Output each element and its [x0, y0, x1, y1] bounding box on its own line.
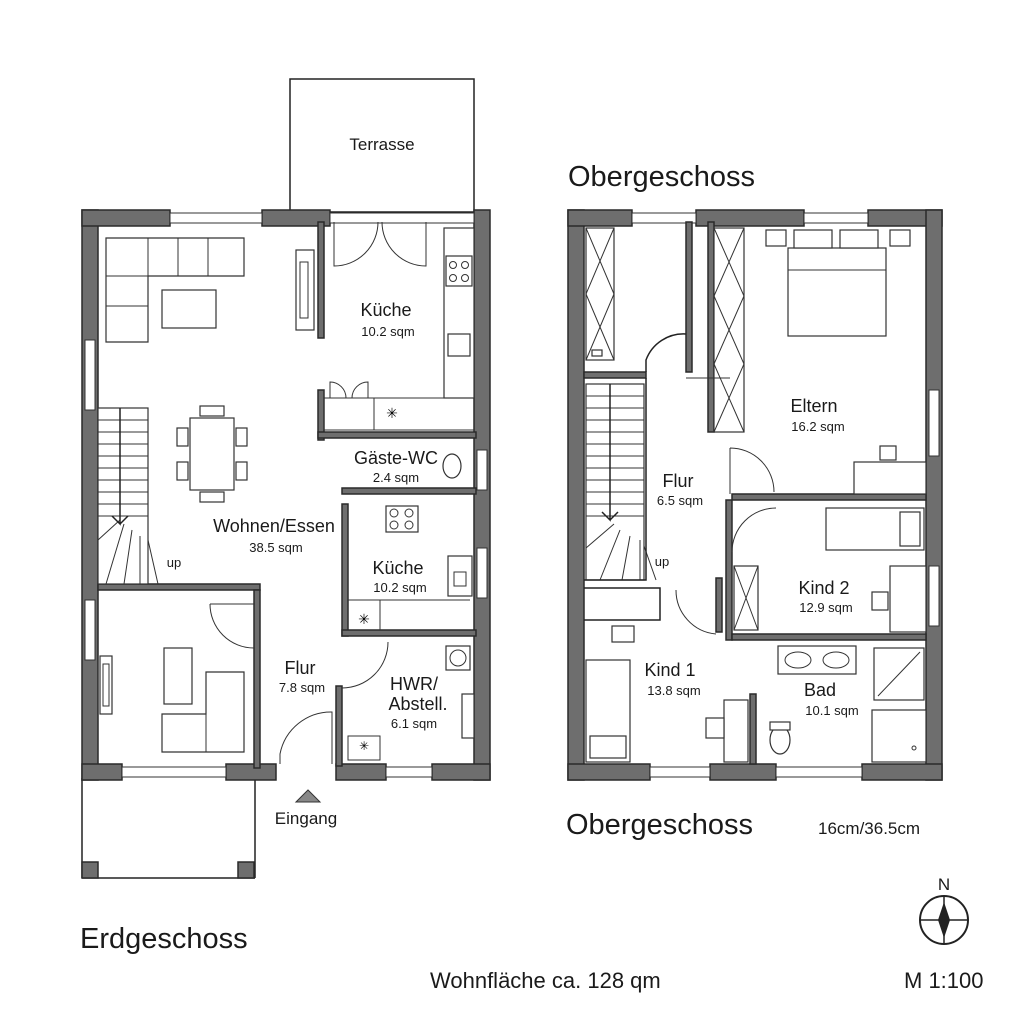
door-swing [675, 589, 717, 635]
stove-icon [445, 255, 473, 287]
room-name-parents: Eltern [790, 396, 837, 416]
room-name-kitchen-mid: Küche [372, 558, 423, 578]
porch-post [81, 861, 99, 879]
porch-post [237, 861, 255, 879]
desk [853, 461, 927, 495]
french-door [333, 221, 427, 267]
room-area-hall-og: 6.5 sqm [657, 493, 703, 508]
ground-floor-plan: ✳ ✳ [81, 78, 491, 879]
boiler-icon: ✳ [359, 739, 369, 753]
staircase [585, 383, 657, 581]
wall-thickness-label: 16cm/36.5cm [818, 819, 920, 838]
fridge-icon: ✳ [386, 406, 398, 422]
room-area-guest-wc: 2.4 sqm [373, 470, 419, 485]
stairs-up-label-gf: up [167, 555, 181, 570]
chair [611, 625, 635, 643]
flur-wall-curve [584, 378, 647, 581]
sink-icon [447, 333, 471, 357]
north-label: N [938, 875, 950, 894]
room-name-child1: Kind 1 [644, 660, 695, 680]
terrace-outline [289, 78, 475, 213]
room-area-child2: 12.9 sqm [799, 600, 852, 615]
desk [889, 565, 927, 633]
entrance-arrow-icon [294, 789, 322, 803]
room-area-hall-gf: 7.8 sqm [279, 680, 325, 695]
room-name-kitchen-top: Küche [360, 300, 411, 320]
room-area-child1: 13.8 sqm [647, 683, 700, 698]
room-name-hall-gf: Flur [285, 658, 316, 678]
sink-icon [447, 555, 473, 597]
room-area-bath: 10.1 sqm [805, 703, 858, 718]
scale-label: M 1:100 [904, 968, 984, 993]
upper-floor-title-top: Obergeschoss [568, 161, 755, 193]
door-swing [686, 377, 775, 494]
entrance-label: Eingang [275, 809, 337, 828]
cabinet-doors [329, 381, 369, 399]
coffee-table [161, 289, 217, 329]
ground-floor-title: Erdgeschoss [80, 923, 248, 955]
terrace-label: Terrasse [349, 135, 414, 154]
room-name-utility-2: Abstell. [388, 694, 447, 714]
room-name-child2: Kind 2 [798, 578, 849, 598]
fridge-icon: ✳ [358, 612, 370, 628]
room-name-living-dining: Wohnen/Essen [213, 516, 335, 536]
upper-floor-title-bottom: Obergeschoss [566, 809, 753, 841]
room-area-utility: 6.1 sqm [391, 716, 437, 731]
room-name-guest-wc: Gäste-WC [354, 448, 438, 468]
desk [163, 647, 193, 705]
bathtub-icon [871, 709, 927, 763]
flur-wall-curve [645, 333, 687, 372]
north-arrow-icon [919, 895, 969, 945]
room-area-living-dining: 38.5 sqm [249, 540, 302, 555]
dining-table [189, 417, 235, 491]
interior-walls [97, 221, 477, 769]
door-utility-swing [341, 641, 389, 689]
double-sink [777, 645, 857, 675]
stairs-up-label-og: up [655, 554, 669, 569]
room-area-parents: 16.2 sqm [791, 419, 844, 434]
door-hall-swing [209, 603, 255, 649]
windows [84, 212, 488, 778]
room-name-bath: Bad [804, 680, 836, 700]
toilet-icon [442, 453, 462, 479]
porch-outline [81, 778, 256, 879]
entrance-door-swing [279, 711, 333, 764]
door-swing [731, 507, 777, 553]
kitchen-counter [443, 227, 475, 399]
room-name-utility-1: HWR/ [390, 674, 438, 694]
upper-floor-plan [567, 209, 969, 945]
exterior-walls [567, 209, 943, 781]
room-name-hall-og: Flur [663, 471, 694, 491]
staircase [97, 407, 159, 585]
living-area-total: Wohnfläche ca. 128 qm [430, 968, 661, 993]
room-area-kitchen-mid: 10.2 sqm [373, 580, 426, 595]
windows [631, 212, 940, 778]
double-bed [787, 247, 887, 337]
desk [723, 699, 749, 763]
room-area-kitchen-top: 10.2 sqm [361, 324, 414, 339]
wardrobe [585, 227, 615, 361]
